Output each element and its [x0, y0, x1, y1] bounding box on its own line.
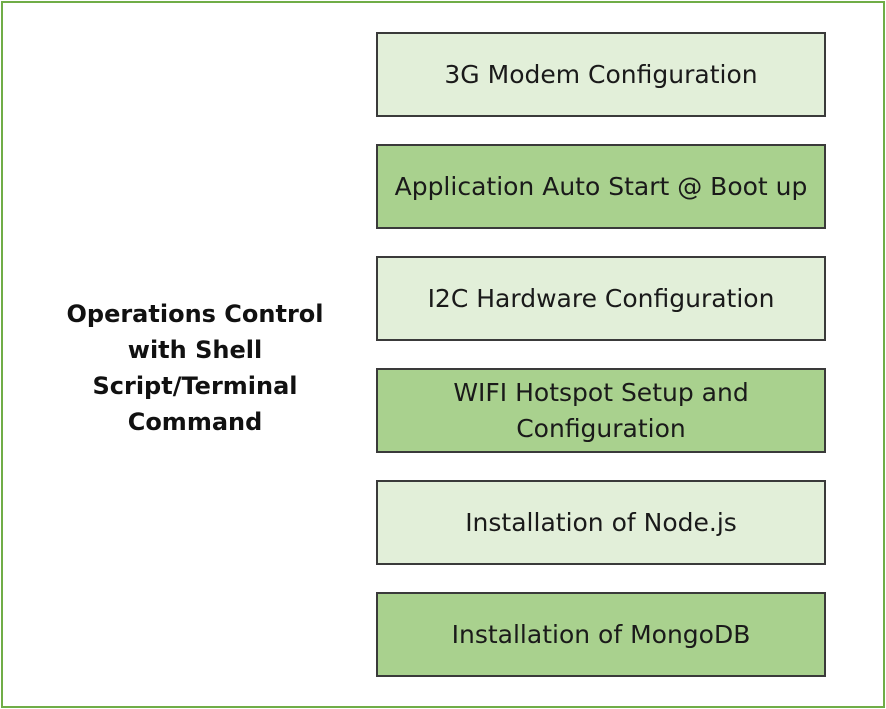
step-box-mongodb: Installation of MongoDB	[376, 592, 826, 677]
step-box-i2c: I2C Hardware Configuration	[376, 256, 826, 341]
step-label: Installation of MongoDB	[451, 619, 751, 649]
step-label: Application Auto Start @ Boot up	[394, 171, 808, 201]
step-box-3g-modem: 3G Modem Configuration	[376, 32, 826, 117]
main-label: Operations Control with Shell Script/Ter…	[66, 300, 324, 436]
step-label: Installation of Node.js	[465, 507, 737, 537]
step-box-auto-start: Application Auto Start @ Boot up	[376, 144, 826, 229]
step-box-wifi-hotspot: WIFI Hotspot Setup and Configuration	[376, 368, 826, 453]
step-label: 3G Modem Configuration	[444, 59, 758, 89]
step-label: I2C Hardware Configuration	[427, 283, 775, 313]
step-label: WIFI Hotspot Setup and Configuration	[453, 377, 749, 443]
step-box-nodejs: Installation of Node.js	[376, 480, 826, 565]
